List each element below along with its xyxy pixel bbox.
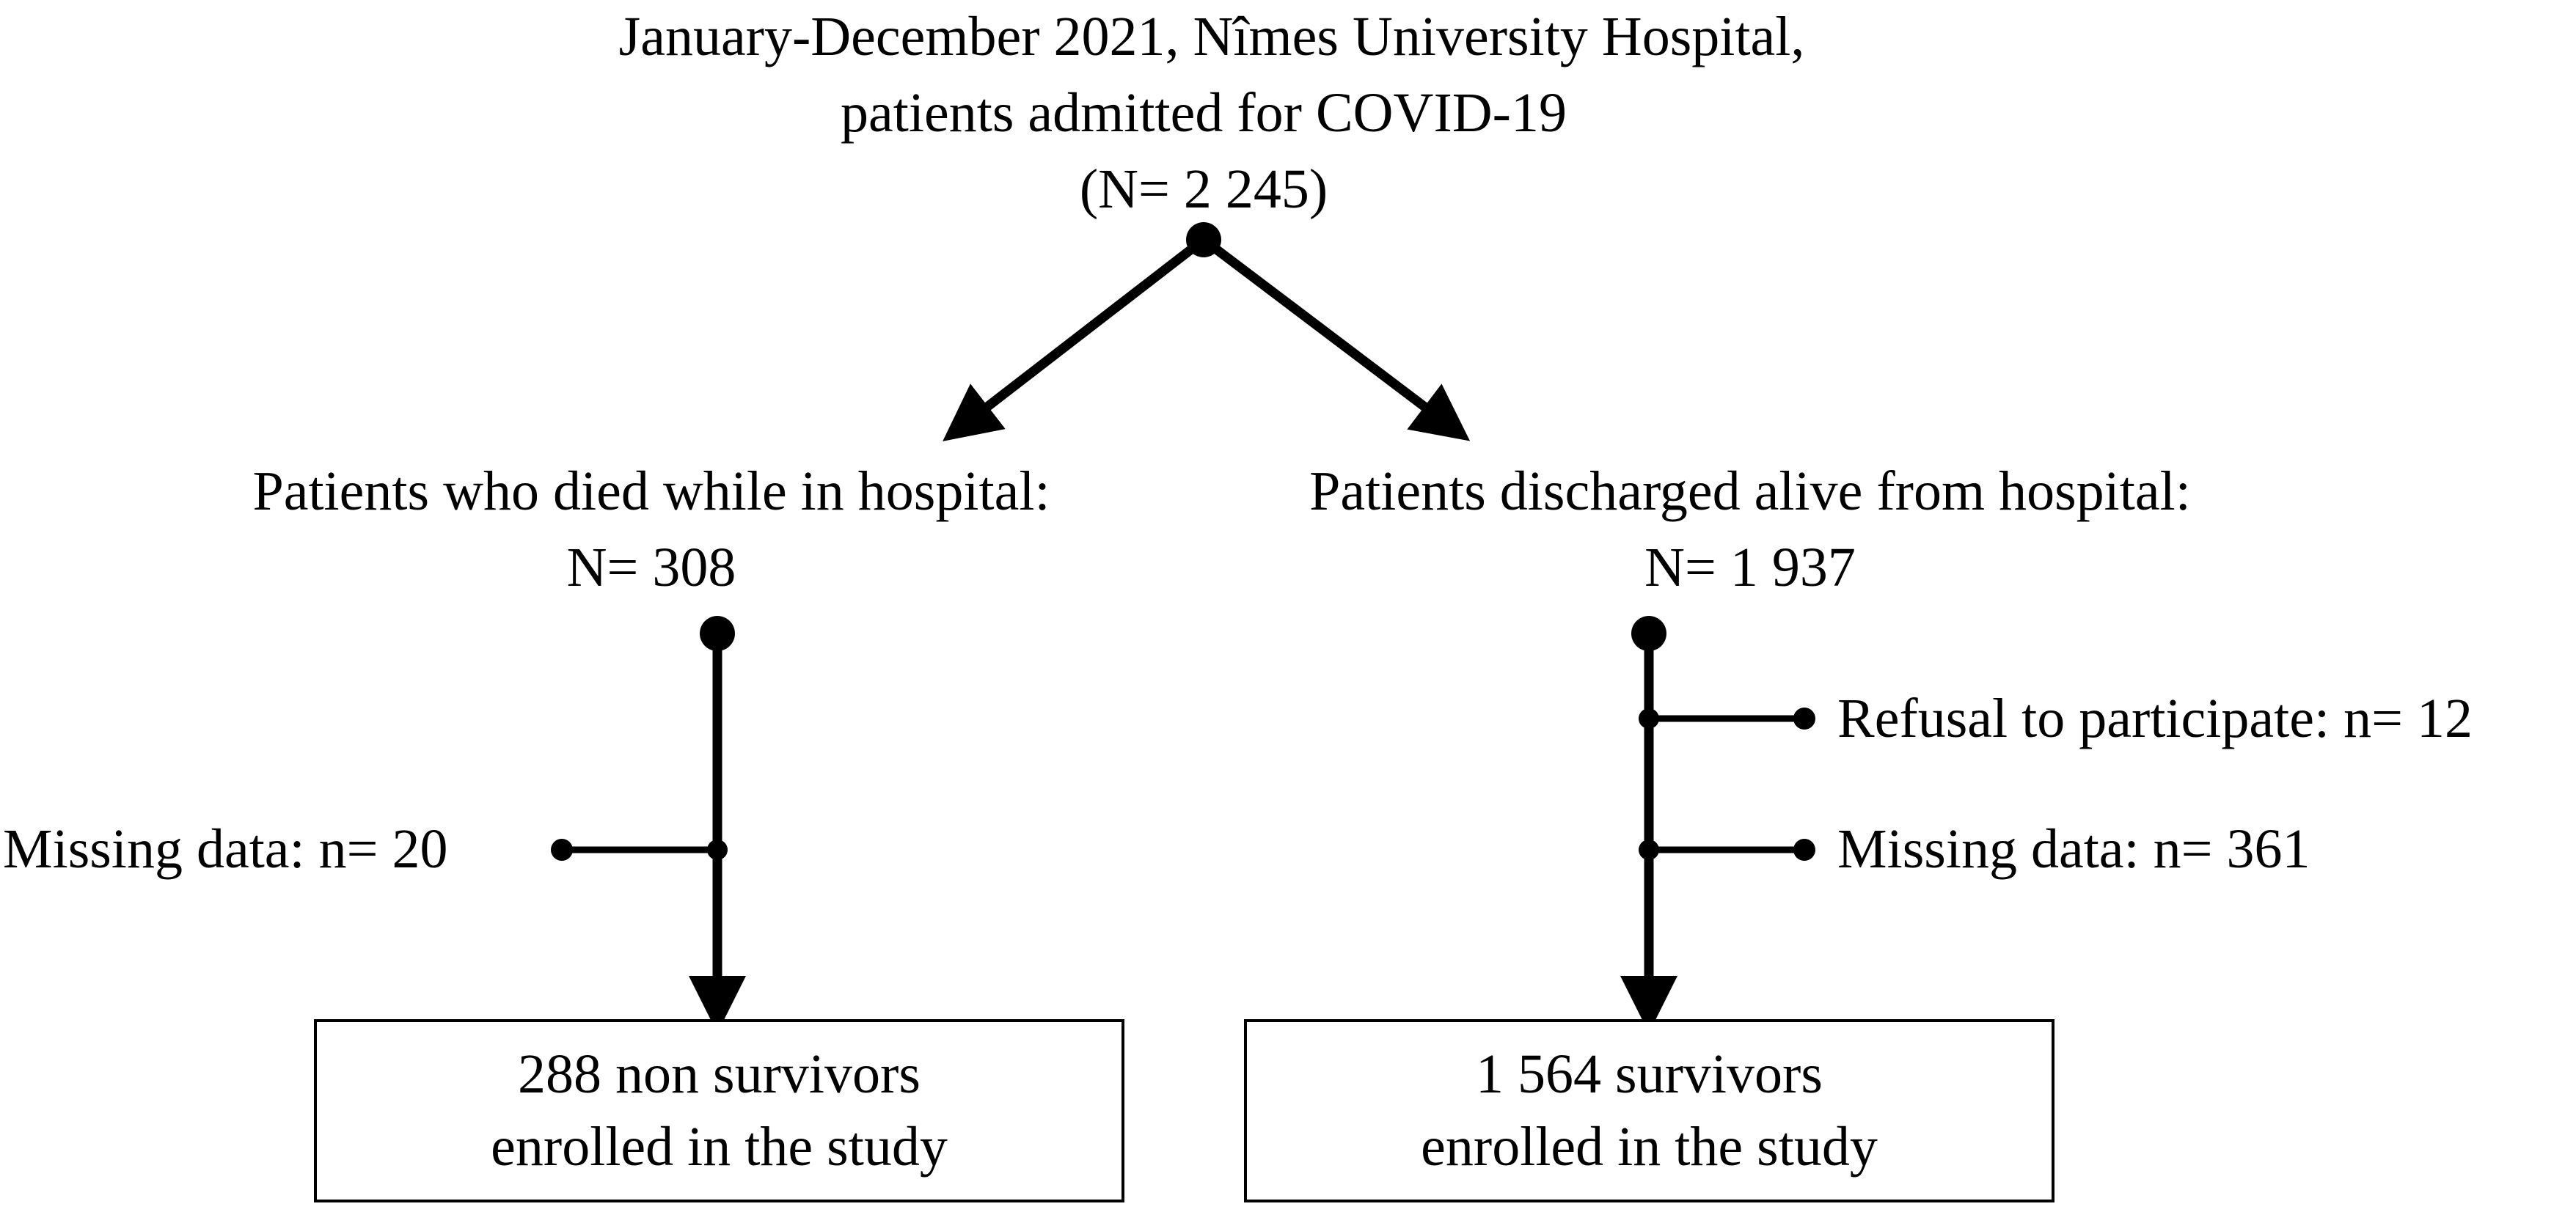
root-line-2: patients admitted for COVID-19 xyxy=(841,82,1567,144)
died-count: N= 308 xyxy=(566,537,736,598)
root-line-1: January-December 2021, Nîmes University … xyxy=(618,6,1805,67)
discharged-count: N= 1 937 xyxy=(1644,537,1856,598)
discharged-exclusion-refusal: Refusal to participate: n= 12 xyxy=(1837,688,2473,749)
right-junction-dot-1 xyxy=(1639,708,1659,729)
discharged-title: Patients discharged alive from hospital: xyxy=(1309,460,2191,522)
non-survivors-box: 288 non survivors enrolled in the study xyxy=(314,1019,1124,1202)
survivors-line-2: enrolled in the study xyxy=(1421,1116,1878,1178)
left-junction-dot xyxy=(707,840,728,860)
root-count: (N= 2 245) xyxy=(1079,158,1328,220)
died-exclusion-missing: Missing data: n= 20 xyxy=(3,818,448,880)
died-title: Patients who died while in hospital: xyxy=(252,460,1050,522)
discharged-exclusion-missing: Missing data: n= 361 xyxy=(1837,818,2310,880)
right-exclusion-dot-1 xyxy=(1793,708,1815,730)
right-junction-dot-2 xyxy=(1639,840,1659,860)
non-survivors-line-2: enrolled in the study xyxy=(491,1116,948,1178)
left-exclusion-dot xyxy=(551,839,573,861)
arrow-to-died xyxy=(943,235,1207,441)
survivors-line-1: 1 564 survivors xyxy=(1476,1043,1823,1106)
survivors-box: 1 564 survivors enrolled in the study xyxy=(1244,1019,2054,1202)
arrow-to-discharged xyxy=(1201,235,1471,441)
non-survivors-line-1: 288 non survivors xyxy=(518,1043,921,1106)
right-exclusion-dot-2 xyxy=(1793,839,1815,861)
